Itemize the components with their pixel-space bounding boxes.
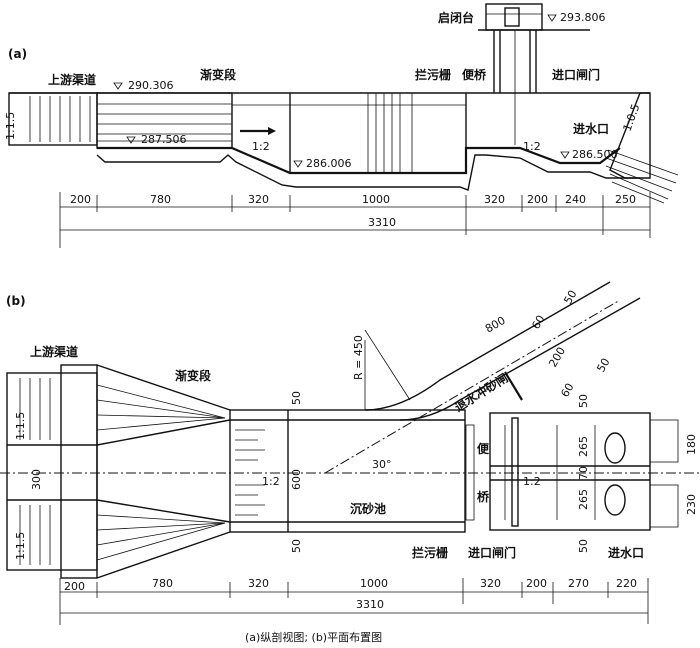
section-a-tag: (a)	[8, 47, 27, 61]
dim-300: 300	[30, 469, 43, 490]
label-transition: 渐变段	[200, 67, 237, 82]
slope-b-top: 1:1.5	[14, 412, 27, 440]
label-b-intake: 进水口	[608, 545, 644, 560]
dim-50-e: 50	[561, 288, 579, 307]
elevation-293-806: 293.806	[560, 11, 606, 24]
flush-gate	[504, 371, 523, 401]
dim-50-a: 50	[290, 391, 303, 405]
trash-rack	[465, 424, 475, 521]
label-b-inlet-gate: 进口闸门	[468, 545, 516, 560]
label-flush-gate: 退水冲砂闸	[452, 370, 511, 415]
dim-60-a: 60	[529, 313, 547, 332]
label-intake: 进水口	[573, 121, 609, 136]
dim-60-b: 60	[558, 381, 576, 400]
dim-b-780: 780	[152, 577, 173, 590]
flush-channel-axis	[324, 299, 621, 474]
dim-a-780: 780	[150, 193, 171, 206]
dim-b-200b: 200	[526, 577, 547, 590]
flow-arrow-head	[268, 127, 276, 135]
dim-a-320: 320	[248, 193, 269, 206]
slope-upstream: 1:1.5	[4, 112, 17, 140]
hoist-platform	[478, 3, 590, 145]
dim-50-f: 50	[594, 356, 612, 375]
label-trash-rack: 拦污栅	[415, 67, 451, 82]
dim-a-1000: 1000	[362, 193, 390, 206]
label-bridge-1: 便	[477, 441, 490, 456]
dim-b-total: 3310	[356, 598, 384, 611]
dim-b-200: 200	[64, 580, 85, 593]
upstream-channel-block	[8, 92, 98, 146]
dim-a-total: 3310	[368, 216, 396, 229]
elevation-287-506: 287.506	[141, 133, 187, 146]
dim-a-240: 240	[565, 193, 586, 206]
intake-pipe-bottom	[649, 484, 679, 528]
settling-basin	[229, 409, 466, 533]
dim-b-320b: 320	[480, 577, 501, 590]
dim-600: 600	[290, 469, 303, 490]
slope-b-basin: 1:2	[262, 475, 280, 488]
label-footbridge: 便桥	[462, 67, 487, 82]
label-hoist-platform: 启闭台	[438, 10, 474, 25]
intake-pipe	[605, 149, 679, 204]
dim-265-a: 265	[577, 436, 590, 457]
dim-50-d: 50	[577, 539, 590, 553]
dim-50-c: 50	[577, 394, 590, 408]
slope-b-bottom: 1:1.5	[14, 532, 27, 560]
dim-180: 180	[685, 434, 698, 455]
dim-800: 800	[483, 314, 508, 336]
dim-50-b: 50	[290, 539, 303, 553]
upstream-plan-hatch	[19, 378, 51, 565]
intake-opening-bottom	[604, 484, 626, 516]
slope-basin: 1:2	[252, 140, 270, 153]
transition-hatch	[97, 103, 232, 142]
dim-a-200b: 200	[527, 193, 548, 206]
flush-channel-outer	[399, 297, 641, 421]
inlet-gate-slot	[511, 417, 519, 527]
label-b-upstream-channel: 上游渠道	[30, 344, 78, 359]
elevation-markers	[113, 14, 570, 168]
intake-pipe-top	[649, 419, 679, 463]
intake-opening-top	[604, 432, 626, 464]
label-bridge-2: 桥	[477, 489, 490, 504]
label-upstream-channel: 上游渠道	[48, 72, 96, 87]
elevation-290-306: 290.306	[128, 79, 174, 92]
slope-b-gate: 1:2	[523, 475, 541, 488]
basin-screen-lines	[367, 93, 413, 173]
radius-label: R = 450	[352, 335, 365, 380]
dimension-lines-a	[59, 192, 651, 248]
upstream-hatch	[29, 96, 91, 142]
figure-caption: (a)纵剖视图; (b)平面布置图	[245, 630, 382, 644]
dim-b-1000: 1000	[360, 577, 388, 590]
section-a: (a)	[4, 3, 679, 248]
dim-b-320: 320	[248, 577, 269, 590]
dim-b-270: 270	[568, 577, 589, 590]
dim-70: 70	[577, 466, 590, 480]
label-b-transition: 渐变段	[175, 368, 212, 383]
dim-b-220: 220	[616, 577, 637, 590]
section-b-tag: (b)	[6, 294, 26, 308]
radius-line	[364, 329, 411, 401]
gate-chamber	[489, 412, 651, 531]
floor-slab	[96, 154, 640, 191]
section-b: (b)	[0, 281, 700, 625]
label-settling-basin: 沉砂池	[350, 501, 386, 516]
dimension-lines-b	[59, 578, 649, 625]
elevation-286-006: 286.006	[306, 157, 352, 170]
dim-a-200: 200	[70, 193, 91, 206]
dim-a-250: 250	[615, 193, 636, 206]
dim-265-b: 265	[577, 489, 590, 510]
basin-slope-hatch	[235, 429, 265, 516]
dim-230: 230	[685, 494, 698, 515]
slope-intake: 1:0.5	[621, 102, 643, 133]
label-inlet-gate: 进口闸门	[552, 67, 600, 82]
slope-gate: 1:2	[523, 140, 541, 153]
angle-label: 30°	[372, 458, 392, 471]
flush-channel-inner	[364, 281, 611, 411]
transition-funnel	[96, 364, 231, 579]
dim-a-320b: 320	[484, 193, 505, 206]
elevation-286-506: 286.506	[572, 148, 618, 161]
upstream-apron	[60, 364, 98, 579]
label-b-trash-rack: 拦污栅	[412, 545, 448, 560]
